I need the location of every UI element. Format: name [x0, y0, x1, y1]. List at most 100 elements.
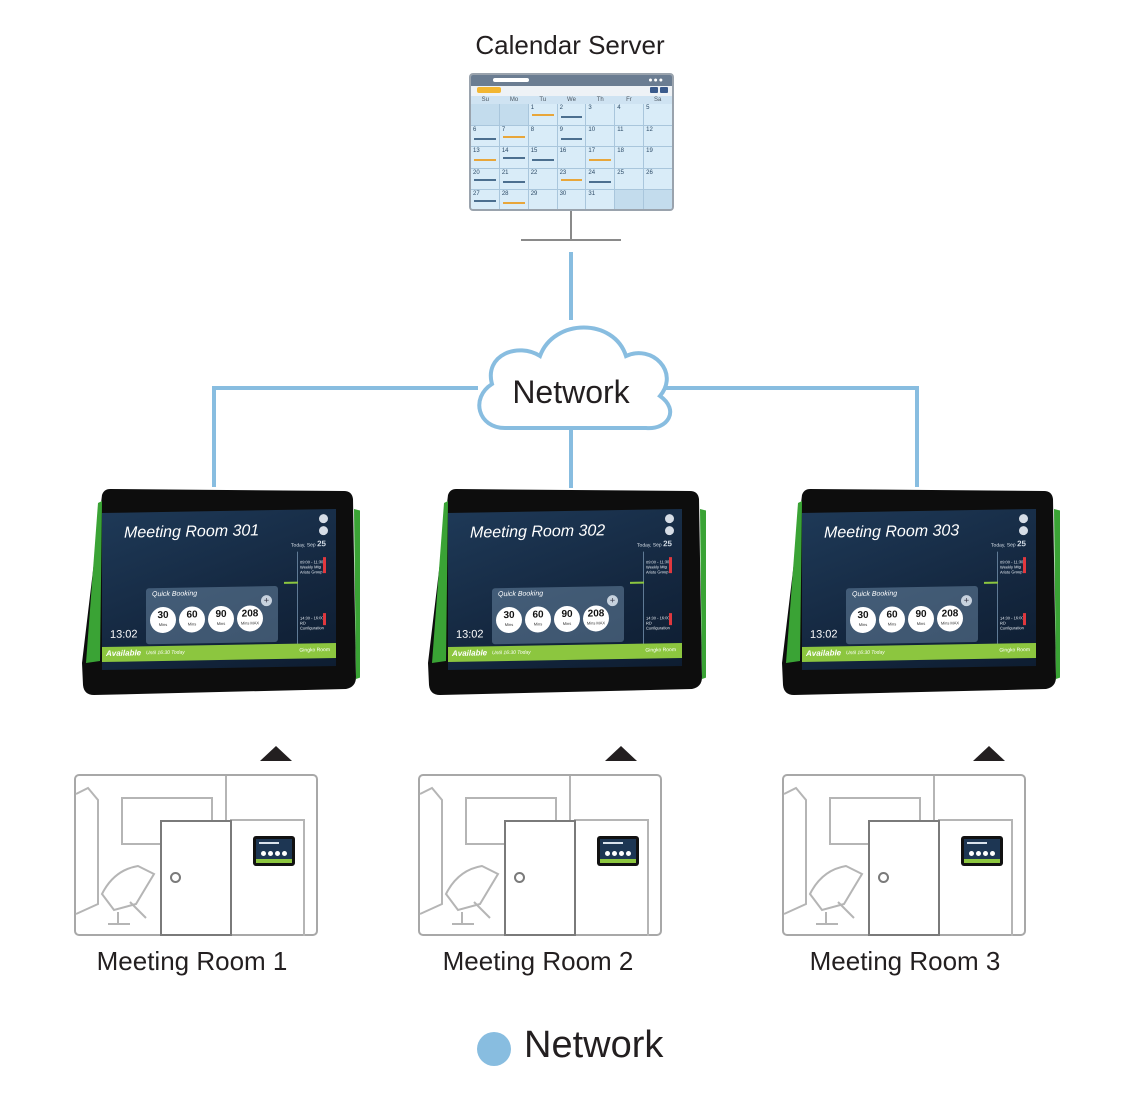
tablet-screen: Meeting Room 302 Today, Sep 25 09:00 - 1… — [448, 508, 682, 671]
calendar-day-cell: 29 — [528, 190, 557, 209]
mini-tablet-title-line — [967, 842, 987, 844]
mini-booking-dot — [969, 851, 974, 856]
mini-booking-dot — [983, 851, 988, 856]
calendar-day-number: 3 — [588, 105, 592, 111]
quick-booking-button[interactable]: 208 Mins MAX — [937, 605, 963, 632]
today-day: 25 — [317, 539, 326, 549]
tablet-status: Available — [806, 648, 842, 658]
calendar-day-number: 19 — [646, 148, 653, 155]
calendar-day-cell: 11 — [615, 125, 644, 147]
calendar-day-number: 24 — [588, 169, 596, 176]
quick-booking-button[interactable]: 60 Mins — [525, 606, 551, 633]
quick-booking-title: Quick Booking — [498, 590, 544, 599]
quick-booking-panel: Quick Booking + 30 Mins 60 Mins 90 Mins … — [146, 585, 278, 645]
settings-icon[interactable] — [665, 514, 674, 524]
calendar-day-number: 12 — [646, 126, 653, 133]
monitor-base — [521, 239, 621, 241]
booking-unit: Mins — [562, 620, 572, 627]
mini-status-bar — [600, 859, 636, 863]
calendar-day-number: 5 — [646, 105, 650, 111]
quick-booking-button[interactable]: 90 Mins — [208, 605, 234, 633]
today-label: Today, Sep — [637, 542, 662, 549]
meeting-room-label-1: Meeting Room 1 — [96, 946, 288, 976]
meeting-room-drawing-2 — [418, 774, 662, 936]
quick-booking-button[interactable]: 208 Mins MAX — [237, 605, 263, 632]
busy-slot-marker — [669, 613, 672, 626]
tablet-status-until: Until 16:30 Today — [492, 649, 531, 657]
tablet-clock: 13:02 — [456, 628, 484, 641]
tablet-today-date: Today, Sep 25 — [637, 539, 672, 549]
calendar-icon[interactable] — [319, 526, 328, 536]
current-time-marker — [984, 581, 998, 584]
calendar-day-cell: 27 — [471, 190, 499, 209]
quick-booking-button[interactable]: 60 Mins — [179, 606, 205, 633]
tablet-today-date: Today, Sep 25 — [991, 539, 1026, 549]
wall-mounted-tablet — [961, 836, 1003, 866]
weekday-label: Su — [481, 97, 490, 103]
tablet-icons — [1019, 514, 1028, 538]
calendar-title-bar: ●●● — [471, 75, 672, 86]
weekday-label: Tu — [539, 97, 547, 103]
quick-booking-button[interactable]: 208 Mins MAX — [583, 605, 609, 632]
door-knob — [514, 872, 525, 883]
calendar-icon[interactable] — [665, 526, 674, 536]
booking-minutes: 90 — [561, 608, 573, 621]
mini-booking-dot — [275, 851, 280, 856]
calendar-day-number: 25 — [617, 169, 624, 176]
calendar-weekday-header: Su Mo Tu We Th Fr Sa — [471, 96, 672, 104]
calendar-day-number: 17 — [588, 148, 596, 155]
room-tablet-2: Meeting Room 302 Today, Sep 25 09:00 - 1… — [426, 487, 706, 697]
current-time-marker — [284, 581, 298, 584]
mini-tablet-screen — [256, 839, 292, 863]
mini-status-bar — [256, 859, 292, 863]
up-arrow-icon — [605, 746, 637, 761]
current-time-marker — [630, 581, 644, 584]
calendar-icon[interactable] — [1019, 526, 1028, 536]
settings-icon[interactable] — [1019, 514, 1028, 524]
mini-booking-dot — [605, 851, 610, 856]
quick-booking-title: Quick Booking — [152, 590, 198, 599]
cloud-to-tablet-1-line — [212, 386, 478, 487]
calendar-day-number: 18 — [617, 148, 624, 155]
schedule-event: 09:00 - 11:30 Weekly Mtg Aristo Group — [646, 559, 670, 575]
calendar-title-bar-placeholder — [493, 78, 529, 82]
calendar-event-bar — [589, 159, 612, 162]
quick-booking-button[interactable]: 90 Mins — [554, 605, 580, 633]
calendar-day-cell: 7 — [499, 125, 528, 147]
calendar-day-number: 20 — [473, 169, 480, 176]
quick-booking-button[interactable]: 90 Mins — [908, 605, 934, 633]
calendar-day-number: 15 — [530, 148, 538, 155]
tablet-status-until: Until 16:30 Today — [846, 649, 885, 657]
calendar-day-number: 23 — [559, 169, 567, 176]
calendar-day-number: 4 — [617, 105, 621, 111]
quick-booking-button[interactable]: 30 Mins — [150, 606, 176, 634]
booking-unit: Mins — [216, 620, 226, 627]
calendar-day-cell: 4 — [615, 104, 644, 125]
weekday-label: Mo — [509, 97, 519, 103]
cloud-to-tablet-3-line — [664, 386, 919, 487]
today-label: Today, Sep — [291, 542, 316, 549]
calendar-event-bar — [502, 202, 525, 205]
quick-booking-buttons: 30 Mins 60 Mins 90 Mins 208 Mins MAX — [496, 605, 609, 634]
quick-booking-button[interactable]: 30 Mins — [850, 606, 876, 634]
quick-booking-button[interactable]: 30 Mins — [496, 606, 522, 634]
calendar-day-cell: 8 — [528, 125, 557, 147]
wall-mounted-tablet — [253, 836, 295, 866]
legend-network-dot — [477, 1032, 511, 1066]
calendar-event-bar — [589, 180, 612, 183]
calendar-day-cell: 6 — [471, 125, 499, 147]
quick-booking-buttons: 30 Mins 60 Mins 90 Mins 208 Mins MAX — [150, 605, 263, 634]
meeting-room-drawing-3 — [782, 774, 1026, 936]
schedule-event: 09:00 - 11:30 Weekly Mtg Aristo Group — [1000, 559, 1024, 575]
weekday-label: We — [567, 97, 576, 103]
tablet-brand: Gingko Room — [645, 647, 676, 654]
settings-icon[interactable] — [319, 514, 328, 524]
calendar-day-cell: 16 — [557, 147, 586, 168]
tablet-status-bar: Available Until 16:30 Today Gingko Room — [802, 642, 1036, 663]
quick-booking-button[interactable]: 60 Mins — [879, 606, 905, 633]
calendar-day-cell: 1 — [528, 104, 557, 125]
network-cloud — [477, 325, 673, 431]
calendar-day-cell: 17 — [586, 147, 615, 168]
